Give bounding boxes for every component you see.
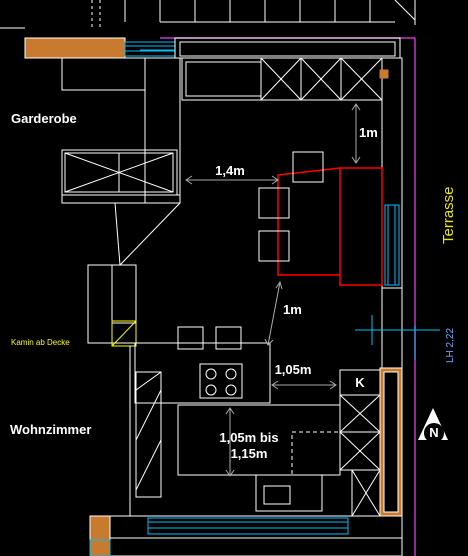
upper-cabinets [181,57,389,101]
dimension-label-5b: 1,15m [231,446,268,461]
bottom-wall [89,515,403,556]
north-arrow: N [418,408,448,443]
dimension-lines [185,103,361,477]
fireplace-label: Kamin ab Decke [11,338,70,347]
property-line [160,37,416,556]
left-cabinets [129,346,162,516]
room-label-wohnzimmer: Wohnzimmer [10,422,91,437]
axis-lines [140,49,440,360]
top-wall [24,37,401,59]
room-label-garderobe: Garderobe [11,111,77,126]
wardrobe-cabinets [61,57,181,266]
dining-chairs [258,151,324,262]
fireplace [87,264,137,347]
dimension-label-2: 1m [359,125,378,140]
north-label: N [429,425,438,440]
dimension-label-1: 1,4m [215,163,245,178]
kitchen-mark: K [355,375,365,390]
room-label-terrasse: Terrasse [440,186,457,244]
dimension-label-5a: 1,05m bis [219,430,278,445]
right-wall [379,57,403,517]
dining-table [277,167,383,286]
upper-floor-outline [0,0,416,30]
ceiling-height-label: LH 2,22 [445,328,456,363]
dimension-label-3: 1m [283,302,302,317]
dimension-label-4: 1,05m [275,362,312,377]
tall-cabinets [255,369,381,517]
